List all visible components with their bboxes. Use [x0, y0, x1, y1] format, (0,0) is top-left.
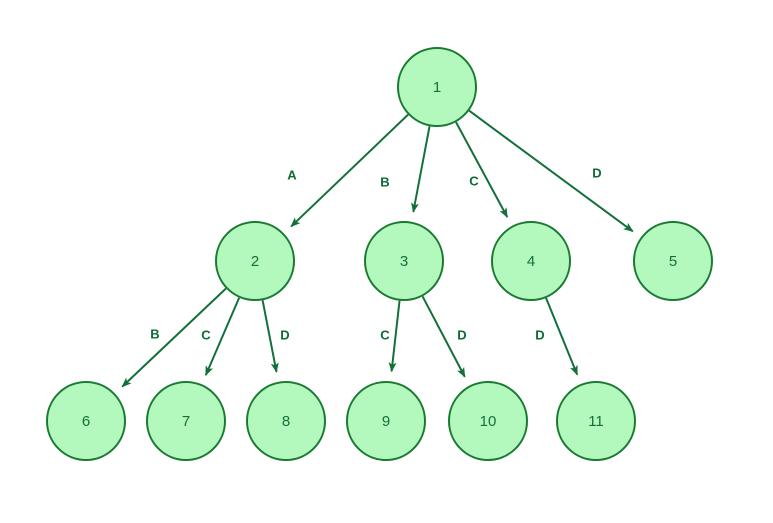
node-circle[interactable] [556, 381, 636, 461]
tree-edge [455, 121, 509, 218]
node-label: 10 [480, 413, 497, 430]
edge-label: B [380, 174, 389, 189]
tree-node[interactable]: 5 [633, 221, 713, 301]
tree-node[interactable]: 3 [364, 221, 444, 301]
tree-node[interactable]: 6 [46, 381, 126, 461]
edge-label: D [535, 327, 544, 342]
tree-node[interactable]: 10 [448, 381, 528, 461]
tree-node[interactable]: 7 [146, 381, 226, 461]
tree-edge [204, 297, 241, 377]
node-label: 5 [669, 253, 677, 270]
tree-edge [421, 295, 466, 378]
node-circle[interactable] [364, 221, 444, 301]
tree-node[interactable]: 2 [215, 221, 295, 301]
tree-edge [411, 126, 431, 213]
node-circle[interactable] [346, 381, 426, 461]
node-label: 8 [282, 413, 290, 430]
node-label: 7 [182, 413, 190, 430]
edge-label: D [280, 327, 289, 342]
tree-node[interactable]: 1 [397, 47, 477, 127]
nodes-layer: 1 2 3 4 5 6 7 8 9 10 11 [46, 47, 713, 461]
node-label: 6 [82, 413, 90, 430]
tree-node[interactable]: 8 [246, 381, 326, 461]
node-label: 11 [588, 413, 604, 430]
tree-edge [468, 109, 634, 233]
tree-node[interactable]: 11 [556, 381, 636, 461]
edges-layer [121, 109, 634, 388]
node-label: 1 [433, 79, 441, 96]
tree-node[interactable]: 9 [346, 381, 426, 461]
tree-edge [388, 300, 401, 373]
tree-edge [290, 113, 409, 228]
edge-label: C [380, 327, 390, 342]
node-label: 3 [400, 253, 408, 270]
node-circle[interactable] [246, 381, 326, 461]
tree-edge [121, 287, 227, 388]
node-circle[interactable] [491, 221, 571, 301]
edge-label: D [592, 165, 601, 180]
node-circle[interactable] [215, 221, 295, 301]
node-circle[interactable] [448, 381, 528, 461]
edge-label: A [287, 167, 297, 182]
node-label: 9 [382, 413, 390, 430]
node-circle[interactable] [633, 221, 713, 301]
node-label: 4 [527, 253, 535, 270]
edge-label: C [201, 327, 211, 342]
edge-label: D [457, 327, 466, 342]
tree-edge [261, 300, 279, 373]
node-circle[interactable] [397, 47, 477, 127]
edge-label: C [469, 173, 479, 188]
node-circle[interactable] [46, 381, 126, 461]
tree-node[interactable]: 4 [491, 221, 571, 301]
edge-labels-layer: A B C D B C D C D D [150, 165, 601, 342]
tree-edge [545, 297, 579, 376]
node-label: 2 [251, 253, 259, 270]
edge-label: B [150, 326, 159, 341]
node-circle[interactable] [146, 381, 226, 461]
